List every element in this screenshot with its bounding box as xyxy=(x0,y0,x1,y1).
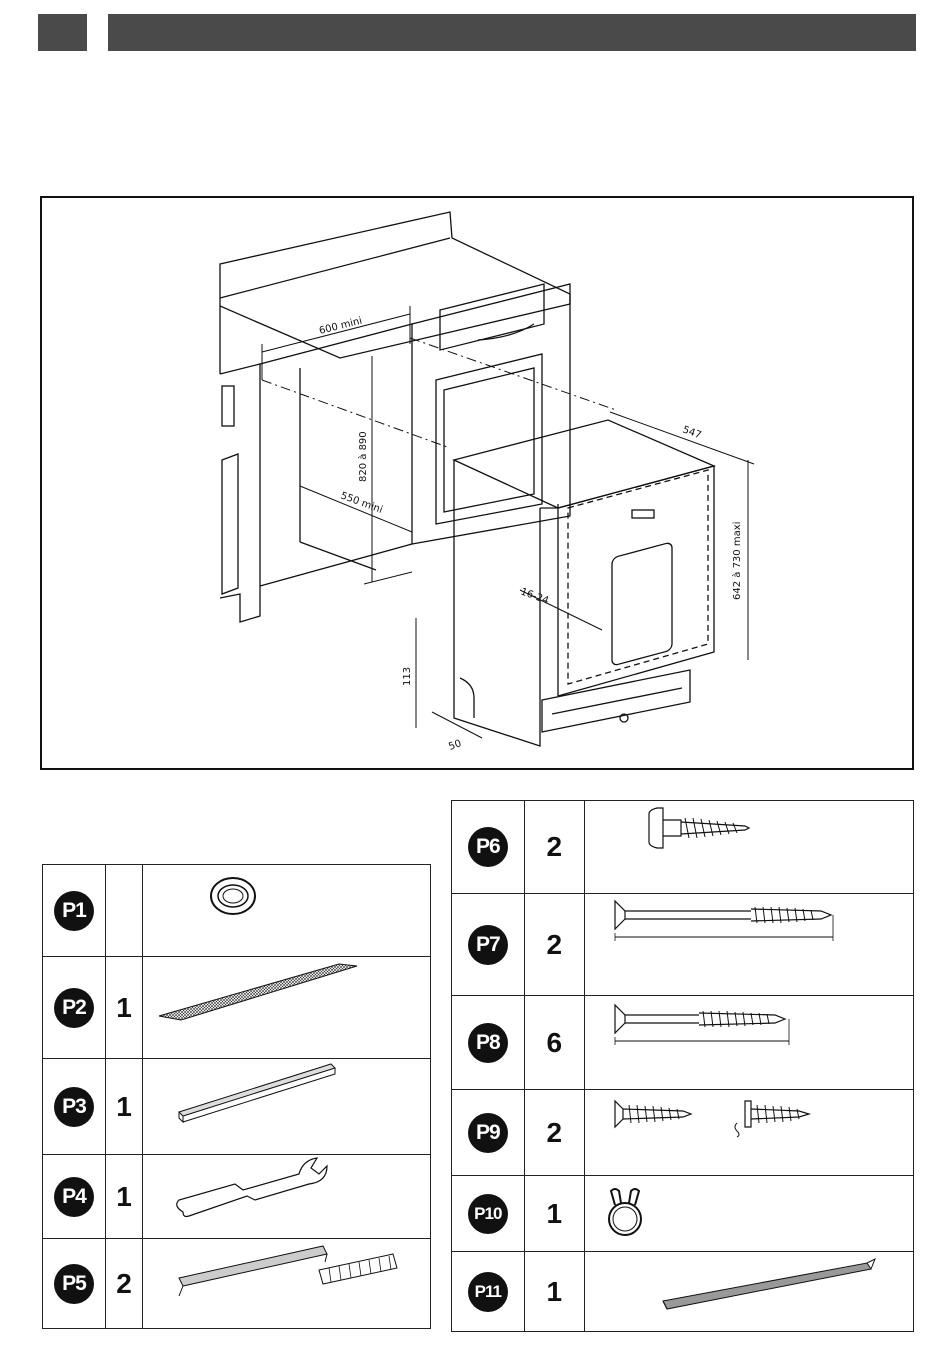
part-row: P4 1 xyxy=(43,1155,431,1239)
part-code-badge: P3 xyxy=(54,1087,94,1127)
long-screw-icon xyxy=(585,895,913,995)
part-quantity: 1 xyxy=(524,1252,584,1332)
part-row: P10 1 xyxy=(452,1176,914,1252)
hose-clip-icon xyxy=(585,1177,913,1251)
part-illustration xyxy=(585,894,914,996)
part-code-badge: P2 xyxy=(54,988,94,1028)
bar-icon xyxy=(143,1060,429,1154)
part-illustration xyxy=(143,865,431,957)
dim-height-range: 820 à 890 xyxy=(357,431,369,482)
short-screws-icon xyxy=(585,1091,913,1175)
part-illustration xyxy=(143,1155,431,1239)
part-row: P7 2 xyxy=(452,894,914,996)
part-row: P6 2 xyxy=(452,801,914,894)
medium-screw-icon xyxy=(585,997,913,1089)
part-quantity: 1 xyxy=(106,1155,143,1239)
part-quantity: 2 xyxy=(524,801,584,894)
part-illustration xyxy=(585,1252,914,1332)
part-row: P1 xyxy=(43,865,431,957)
part-row: P5 2 xyxy=(43,1239,431,1329)
part-row: P9 2 xyxy=(452,1090,914,1176)
dim-depth-min: 550 mini xyxy=(339,490,384,515)
part-quantity: 1 xyxy=(524,1176,584,1252)
spanner-icon xyxy=(143,1156,429,1238)
parts-table-left: P1 P2 1 P3 1 xyxy=(42,864,431,1329)
part-code-badge: P1 xyxy=(54,891,94,931)
header-title-bar xyxy=(108,14,916,51)
part-illustration xyxy=(585,801,914,894)
mesh-strip-icon xyxy=(143,958,429,1058)
dim-width-min: 600 mini xyxy=(318,316,363,337)
part-row: P8 6 xyxy=(452,996,914,1090)
round-head-screw-icon xyxy=(585,802,913,892)
grommet-icon xyxy=(143,866,429,956)
part-code-badge: P5 xyxy=(54,1264,94,1304)
installation-diagram: 600 mini 820 à 890 550 mini 547 642 à 73… xyxy=(40,196,914,770)
installation-drawing: 600 mini 820 à 890 550 mini 547 642 à 73… xyxy=(42,198,912,768)
part-illustration xyxy=(143,1059,431,1155)
dim-plinth-offset: 50 xyxy=(447,738,463,753)
part-quantity: 2 xyxy=(524,1090,584,1176)
part-illustration xyxy=(585,996,914,1090)
part-quantity: 2 xyxy=(106,1239,143,1329)
part-quantity xyxy=(106,865,143,957)
part-code-badge: P10 xyxy=(468,1194,508,1234)
part-illustration xyxy=(585,1176,914,1252)
part-row: P11 1 xyxy=(452,1252,914,1332)
part-code-badge: P6 xyxy=(468,827,508,867)
part-quantity: 2 xyxy=(524,894,584,996)
part-quantity: 6 xyxy=(524,996,584,1090)
part-code-badge: P11 xyxy=(468,1272,508,1312)
part-row: P2 1 xyxy=(43,957,431,1059)
trim-strip-icon xyxy=(585,1253,913,1331)
part-code-badge: P9 xyxy=(468,1113,508,1153)
part-quantity: 1 xyxy=(106,957,143,1059)
part-code-badge: P8 xyxy=(468,1023,508,1063)
part-code-badge: P7 xyxy=(468,925,508,965)
parts-table-right: P6 2 P7 2 P8 6 xyxy=(451,800,914,1332)
part-quantity: 1 xyxy=(106,1059,143,1155)
dim-panel-thickness: 16-24 xyxy=(519,586,550,606)
part-illustration xyxy=(585,1090,914,1176)
header-number-block xyxy=(38,14,87,51)
part-row: P3 1 xyxy=(43,1059,431,1155)
left-cabinet-drawer xyxy=(222,386,234,426)
dim-appliance-height: 642 à 730 maxi xyxy=(731,522,743,600)
dim-plinth-height: 113 xyxy=(402,667,413,686)
seal-strip-icon xyxy=(143,1240,429,1328)
part-illustration xyxy=(143,1239,431,1329)
part-code-badge: P4 xyxy=(54,1177,94,1217)
part-illustration xyxy=(143,957,431,1059)
